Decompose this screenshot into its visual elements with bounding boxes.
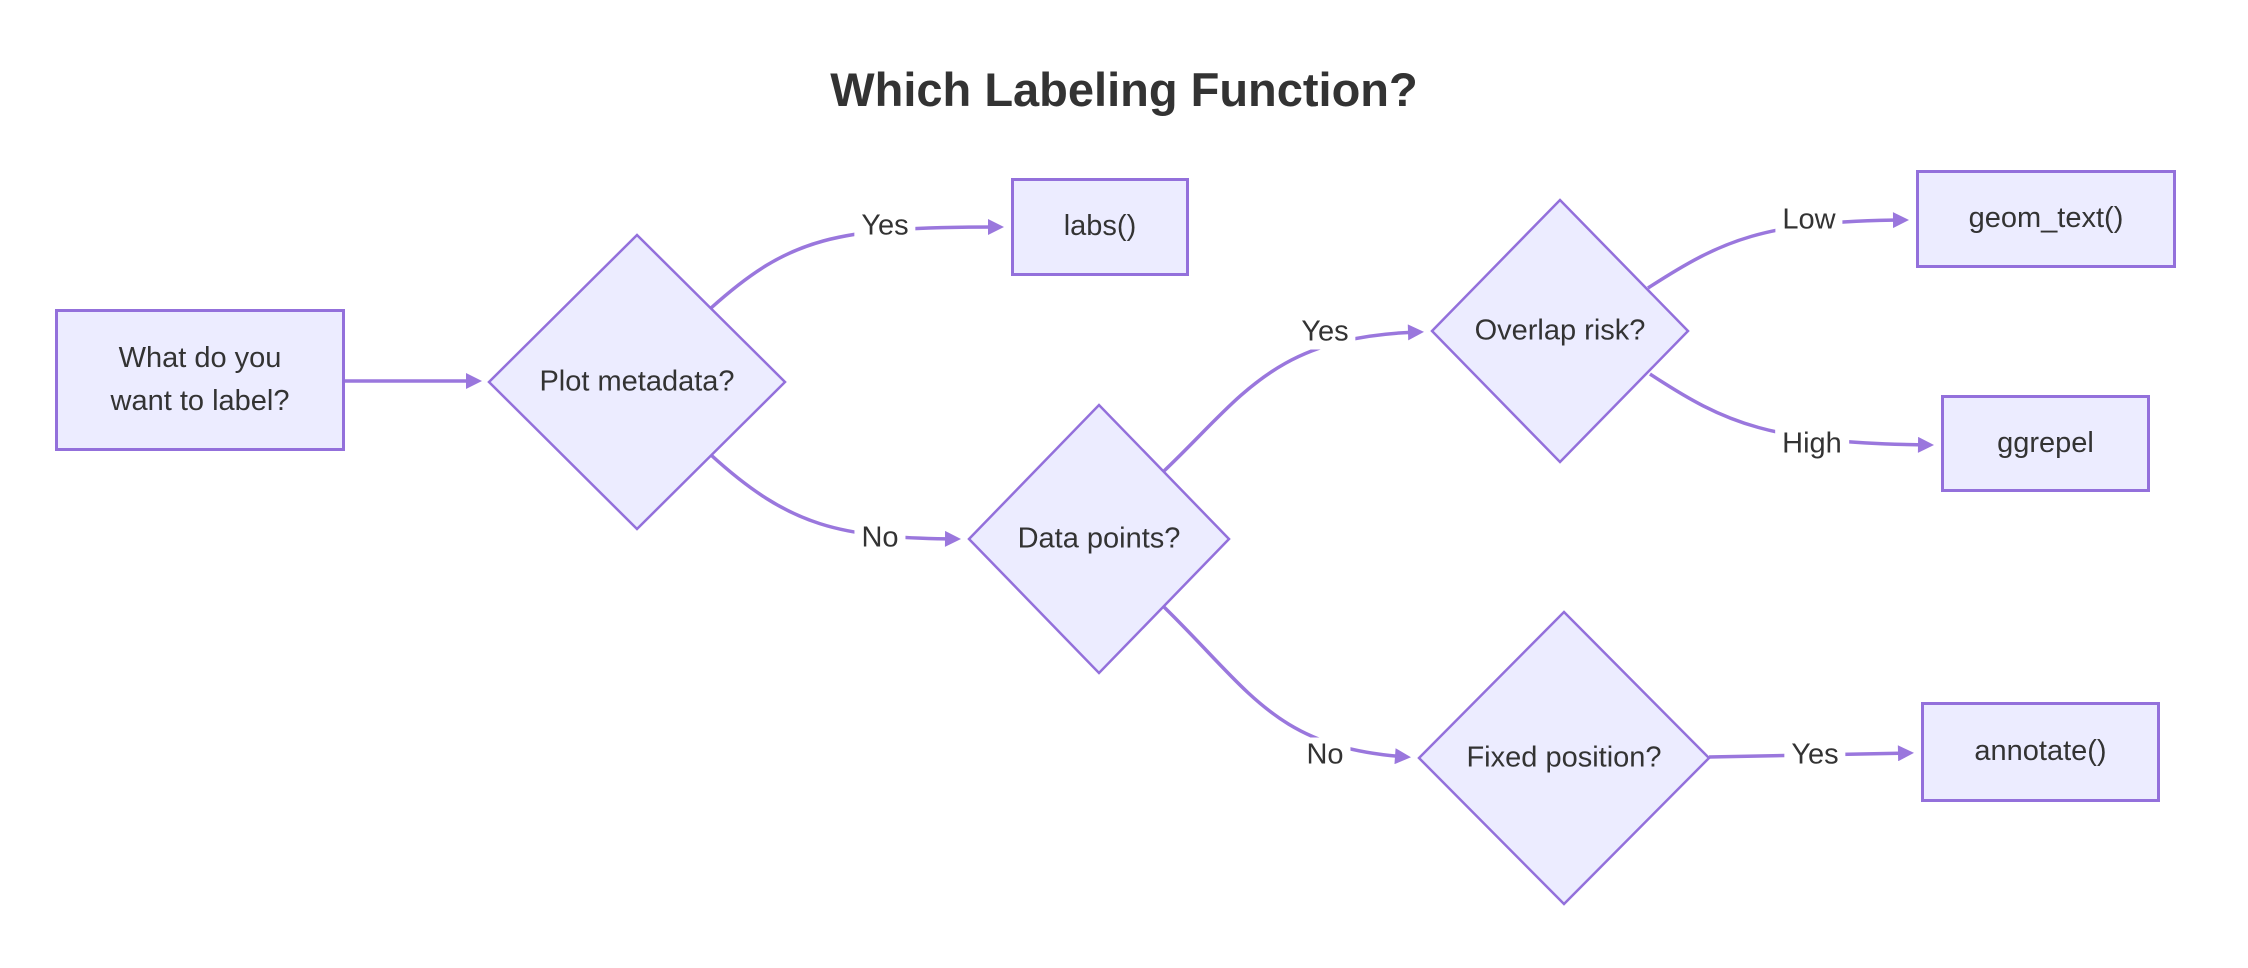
diamond-plot-metadata-shape xyxy=(487,233,787,531)
edge-label-low-geom-text: Low xyxy=(1775,202,1843,238)
node-overlap-risk-label: Overlap risk? xyxy=(1474,314,1646,347)
node-ggrepel-label: ggrepel xyxy=(1997,426,2094,459)
node-start-label: What do you want to label? xyxy=(110,341,290,418)
node-geom-text: geom_text() xyxy=(1916,170,2176,268)
diamond-fixed-position-shape xyxy=(1417,610,1711,906)
node-annotate: annotate() xyxy=(1921,702,2160,802)
node-labs-label: labs() xyxy=(1063,210,1137,243)
edge-label-yes-annotate: Yes xyxy=(1784,737,1846,773)
edge-overlap-risk-to-ggrepel xyxy=(1649,372,1934,453)
node-plot-metadata-label: Plot metadata? xyxy=(539,365,735,398)
node-start: What do you want to label? xyxy=(55,309,345,451)
edge-label-yes-overlap-risk: Yes xyxy=(1294,314,1356,350)
node-geom-text-label: geom_text() xyxy=(1968,202,2124,235)
edge-label-yes-labs: Yes xyxy=(854,208,916,244)
node-ggrepel: ggrepel xyxy=(1941,395,2150,492)
edge-overlap-risk-to-geom-text xyxy=(1647,212,1909,290)
edge-label-high-ggrepel: High xyxy=(1775,426,1849,462)
edge-data-points-to-fixed-position xyxy=(1162,605,1411,765)
diamond-overlap-risk-shape xyxy=(1430,198,1690,464)
edge-plot-metadata-to-labs xyxy=(709,219,1004,310)
edge-label-no-data-points: No xyxy=(854,520,906,556)
diagram-title: Which Labeling Function? xyxy=(830,63,1418,116)
node-annotate-label: annotate() xyxy=(1974,735,2107,768)
node-labs: labs() xyxy=(1011,178,1189,276)
edge-label-no-fixed-position: No xyxy=(1299,737,1351,773)
node-data-points-label: Data points? xyxy=(1017,522,1181,555)
diamond-data-points-shape xyxy=(967,403,1231,675)
edge-plot-metadata-to-data-points xyxy=(709,453,961,547)
node-fixed-position-label: Fixed position? xyxy=(1466,741,1662,774)
edge-data-points-to-overlap-risk xyxy=(1162,324,1424,473)
